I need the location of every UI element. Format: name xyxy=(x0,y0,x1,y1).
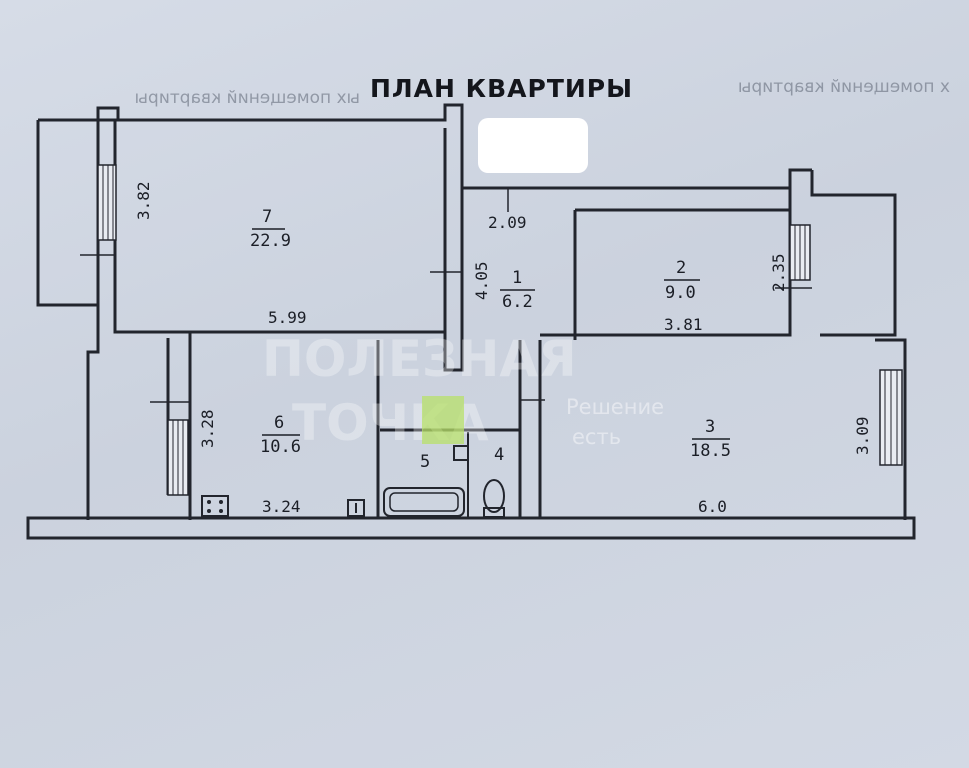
room-6-label: 6 10.6 xyxy=(260,413,301,457)
room-3-label: 3 18.5 xyxy=(690,417,731,461)
wall-balcony xyxy=(36,120,98,307)
faint-header-right: х помещений квартиры xyxy=(738,77,950,97)
room-4-number: 4 xyxy=(494,445,504,465)
room-1-label: 1 6.2 xyxy=(500,268,535,312)
stove-icon xyxy=(201,495,229,517)
redacted-patch xyxy=(478,118,588,173)
wall-east xyxy=(875,338,907,520)
watermark-tag1: Решение xyxy=(566,395,664,419)
faint-header-left-group: ых помещений квартиры xyxy=(135,88,360,108)
room-1-area: 6.2 xyxy=(502,292,533,312)
room-3-area: 18.5 xyxy=(690,441,731,461)
dim-2-09: 2.09 xyxy=(488,213,527,232)
room-6-number: 6 xyxy=(274,413,284,433)
dim-3-82: 3.82 xyxy=(134,181,153,220)
room-7-label: 7 22.9 xyxy=(250,207,291,251)
wall-room7-west xyxy=(113,120,190,334)
wall-balcony-top xyxy=(38,106,120,122)
room-3-number: 3 xyxy=(705,417,715,437)
dim-2-35: 2.35 xyxy=(769,253,788,292)
room-7-number: 7 xyxy=(262,207,272,227)
window-room2 xyxy=(789,224,811,281)
bathtub-icon xyxy=(383,487,465,517)
watermark-tag2: есть xyxy=(572,425,621,449)
room-5-number: 5 xyxy=(420,452,430,472)
room-7-area: 22.9 xyxy=(250,231,291,251)
dim-3-24: 3.24 xyxy=(262,497,301,516)
room-6-area: 10.6 xyxy=(260,437,301,457)
washbasin-icon xyxy=(453,445,469,461)
room-2-area: 9.0 xyxy=(665,283,696,303)
wall-north-room7 xyxy=(115,103,464,372)
faint-header-left: ых помещений квартиры xyxy=(135,88,360,108)
dim-6-0: 6.0 xyxy=(698,497,727,516)
room-2-label: 2 9.0 xyxy=(664,258,700,303)
plan-title: ПЛАН КВАРТИРЫ xyxy=(370,74,633,103)
wall-west-inner xyxy=(86,120,100,520)
dim-5-99: 5.99 xyxy=(268,308,307,327)
watermark-logo-mark xyxy=(422,396,464,444)
wall-northeast xyxy=(810,170,897,337)
dim-3-28: 3.28 xyxy=(198,409,217,448)
dim-4-05: 4.05 xyxy=(472,261,491,300)
toilet-icon xyxy=(483,479,505,518)
window-room3 xyxy=(879,369,903,466)
room-2-number: 2 xyxy=(676,258,686,278)
window-room6 xyxy=(167,419,189,496)
window-room7 xyxy=(97,164,117,241)
room-1-number: 1 xyxy=(512,268,522,288)
faint-header-right-group: х помещений квартиры xyxy=(738,77,950,97)
sink-icon xyxy=(347,499,365,517)
dim-3-09: 3.09 xyxy=(853,416,872,455)
watermark-line1: ПОЛЕЗНАЯ xyxy=(262,330,577,388)
dim-3-81: 3.81 xyxy=(664,315,703,334)
wall-south-slab xyxy=(26,516,916,540)
wall-north-right xyxy=(462,168,812,190)
